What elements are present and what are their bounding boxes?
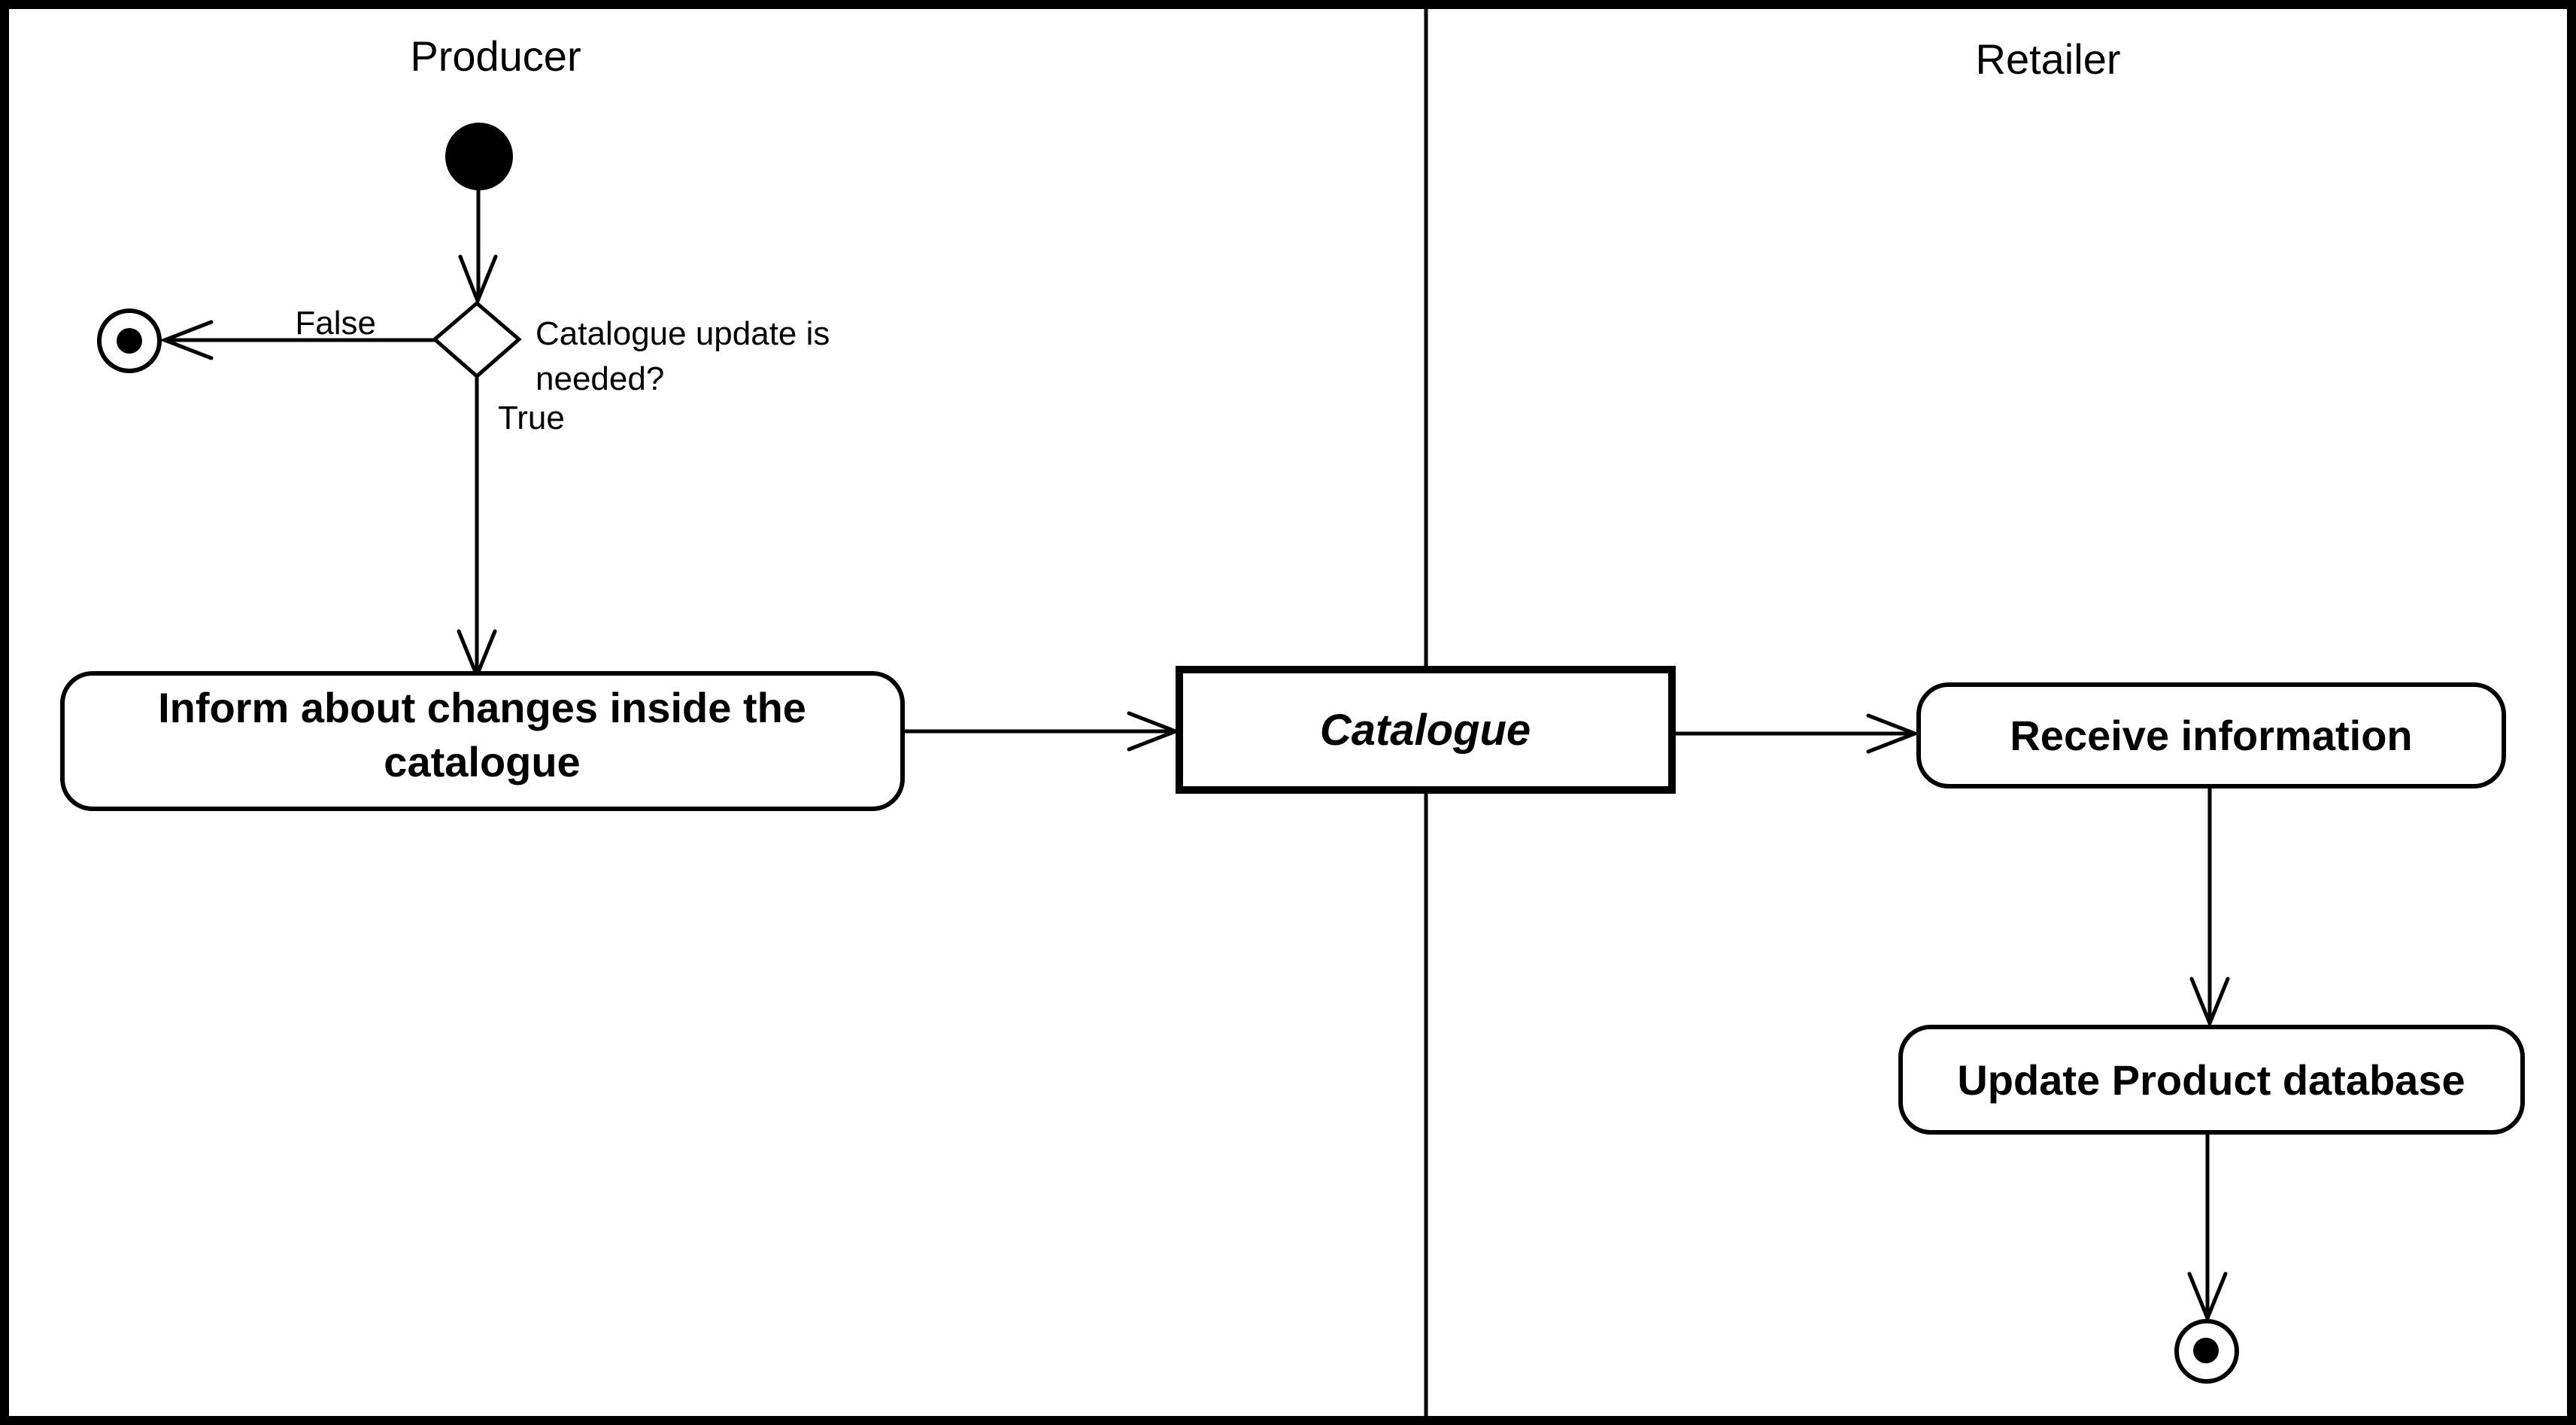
arrowhead-down-icon [458,254,498,306]
final-node-retailer [2174,1319,2239,1384]
activity-receive-label: Receive information [2010,712,2412,759]
edge-catalogue-to-receive [1672,713,1920,754]
activity-inform-label-line1: Inform about changes inside the [158,684,806,731]
object-catalogue-label: Catalogue [1320,706,1531,755]
decision-question-line1: Catalogue update is [536,315,830,352]
decision-question-line2: needed? [536,360,664,397]
guard-true-label: True [498,400,565,436]
edge-initial-to-decision [458,190,498,306]
guard-false-label: False [295,305,376,342]
edge-decision-false-to-final [159,320,435,360]
arrowhead-down-icon [2187,1272,2228,1323]
activity-inform: Inform about changes inside the catalogu… [60,671,905,811]
final-node-producer [97,308,162,373]
edge-update-to-final [2187,1132,2228,1323]
edge-receive-to-update [2189,786,2230,1028]
arrowhead-left-icon [159,320,214,360]
object-catalogue: Catalogue [1176,666,1676,794]
activity-inform-label-line2: catalogue [384,738,580,785]
swimlane-retailer-label: Retailer [1976,35,2121,83]
activity-update-label: Update Product database [1957,1056,2465,1104]
activity-update: Update Product database [1898,1025,2525,1135]
arrowhead-right-icon [1866,713,1920,754]
swimlane-producer-label: Producer [410,32,581,80]
decision-question: Catalogue update is needed? [536,315,830,397]
initial-node [445,123,513,190]
activity-receive: Receive information [1916,682,2506,788]
arrowhead-down-icon [2189,977,2230,1028]
